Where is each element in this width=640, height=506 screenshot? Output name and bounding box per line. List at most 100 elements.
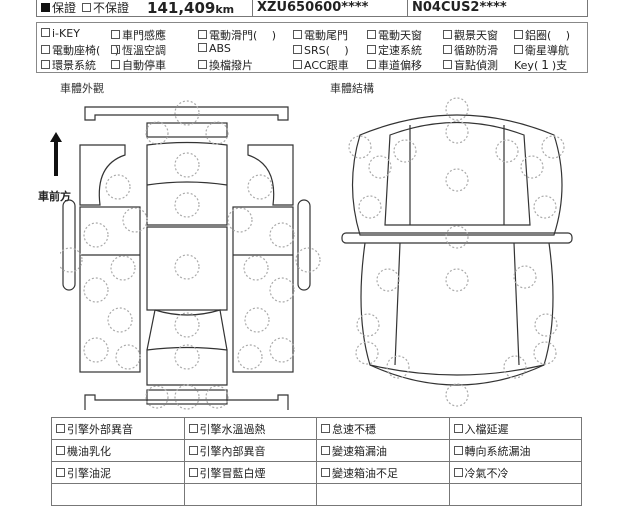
option-item[interactable]: ABS — [198, 42, 231, 55]
checklist-item[interactable]: 入檔延遲 — [448, 417, 582, 440]
option-item[interactable]: 電動滑門( ) — [198, 27, 276, 43]
option-item[interactable]: 車門感應 — [111, 27, 166, 43]
checklist-checkbox[interactable] — [453, 467, 463, 477]
checklist-label: 引擎外部異音 — [67, 422, 133, 436]
checklist-checkbox[interactable] — [321, 445, 330, 455]
checklist-label: 冷氣不冷 — [464, 466, 509, 480]
checklist-item[interactable] — [448, 483, 582, 506]
option-item[interactable]: 電動尾門 — [293, 27, 348, 43]
option-item[interactable]: SRS( ) — [293, 42, 349, 58]
checklist-label: 轉向系統漏油 — [464, 444, 531, 458]
option-checkbox[interactable] — [198, 43, 207, 52]
checklist-row: 引擎油泥 引擎冒藍白煙 變速箱油不足 冷氣不冷 — [51, 461, 582, 484]
checklist-checkbox[interactable] — [188, 467, 198, 477]
checklist-checkbox[interactable] — [321, 423, 330, 433]
checklist-item[interactable]: 引擎水溫過熱 — [183, 417, 317, 440]
option-item[interactable]: 換檔撥片 — [198, 57, 253, 73]
checklist-item[interactable] — [183, 483, 317, 506]
checklist-label: 引擎冒藍白煙 — [199, 466, 266, 480]
checklist-label: 變速箱油不足 — [332, 466, 398, 480]
no-warranty-label: 不保證 — [93, 1, 130, 15]
exterior-title: 車體外觀 — [60, 82, 104, 95]
checklist-item[interactable]: 機油乳化 — [51, 439, 185, 462]
checklist-item[interactable]: 怠速不穩 — [316, 417, 450, 440]
mileage: 141,409km — [147, 0, 235, 17]
checklist-label: 引擎內部異音 — [199, 444, 266, 458]
checklist-label: 引擎油泥 — [67, 466, 111, 480]
checklist-checkbox[interactable] — [56, 445, 65, 455]
option-label: ACC跟車 — [304, 59, 349, 72]
checklist-checkbox[interactable] — [453, 423, 463, 433]
option-item[interactable]: 觀景天窗 — [443, 27, 498, 43]
option-checkbox[interactable] — [41, 28, 50, 37]
option-checkbox[interactable] — [443, 60, 452, 69]
checklist-item[interactable]: 引擎油泥 — [51, 461, 185, 484]
checklist-checkbox[interactable] — [321, 467, 330, 477]
warranty-checkbox[interactable] — [41, 3, 50, 12]
exterior-diagram[interactable] — [60, 95, 330, 415]
checklist-item[interactable] — [316, 483, 450, 506]
checklist-item[interactable]: 冷氣不冷 — [448, 461, 582, 484]
option-item[interactable]: 車道偏移 — [367, 57, 422, 73]
condition-checklist: 引擎外部異音 引擎水溫過熱 怠速不穩入檔延遲機油乳化 引擎內部異音 變速箱漏油轉向系統漏… — [51, 417, 582, 506]
option-item[interactable]: 循跡防滑 — [443, 42, 498, 58]
option-checkbox[interactable] — [111, 60, 120, 69]
option-checkbox[interactable] — [198, 60, 207, 69]
checklist-checkbox[interactable] — [453, 445, 463, 455]
option-checkbox[interactable] — [293, 45, 302, 54]
option-checkbox[interactable] — [111, 30, 120, 39]
checklist-item[interactable]: 引擎外部異音 — [51, 417, 185, 440]
option-checkbox[interactable] — [367, 45, 376, 54]
checklist-item[interactable]: 轉向系統漏油 — [448, 439, 582, 462]
option-item[interactable]: 盲點偵測 — [443, 57, 498, 73]
checklist-checkbox[interactable] — [56, 423, 65, 433]
option-checkbox[interactable] — [293, 60, 302, 69]
option-checkbox[interactable] — [443, 30, 452, 39]
option-label: 車門感應 — [122, 29, 166, 42]
chassis-number: XZU650600**** — [252, 0, 407, 16]
option-item[interactable]: ACC跟車 — [293, 57, 349, 73]
option-item[interactable]: 定速系統 — [367, 42, 422, 58]
checklist-label: 機油乳化 — [67, 444, 111, 458]
checklist-checkbox[interactable] — [56, 467, 65, 477]
option-checkbox[interactable] — [111, 45, 120, 54]
option-label: 衛星導航 — [525, 44, 569, 57]
option-item[interactable]: i-KEY — [41, 27, 80, 40]
option-checkbox[interactable] — [198, 30, 207, 39]
option-item[interactable]: 恆溫空調 — [111, 42, 166, 58]
option-label: 自動停車 — [122, 59, 166, 72]
checklist-row-partial — [51, 483, 582, 506]
front-direction-label: 車前方 — [38, 190, 71, 203]
checklist-item[interactable] — [51, 483, 185, 506]
option-checkbox[interactable] — [41, 60, 50, 69]
option-item[interactable]: 鋁圈( ) — [514, 27, 570, 43]
checklist-checkbox[interactable] — [188, 445, 198, 455]
no-warranty-checkbox[interactable] — [82, 3, 92, 12]
checklist-item[interactable]: 變速箱油不足 — [316, 461, 450, 484]
option-item[interactable]: 電動座椅( ) — [41, 42, 119, 58]
option-checkbox[interactable] — [41, 45, 50, 54]
option-checkbox[interactable] — [514, 30, 523, 39]
option-item[interactable]: 電動天窗 — [367, 27, 422, 43]
checklist-row: 機油乳化 引擎內部異音 變速箱漏油轉向系統漏油 — [51, 439, 582, 462]
option-label: 電動座椅( ) — [52, 44, 120, 57]
option-item[interactable]: 自動停車 — [111, 57, 166, 73]
option-checkbox[interactable] — [367, 30, 376, 39]
option-checkbox[interactable] — [443, 45, 452, 54]
options-panel: i-KEY 車門感應 電動滑門( ) 電動尾門 電動天窗 觀景天窗 鋁圈( ) 電動座椅( )… — [36, 22, 588, 73]
checklist-item[interactable]: 引擎內部異音 — [183, 439, 317, 462]
checklist-checkbox[interactable] — [188, 423, 198, 433]
warranty-cell: 保證 不保證 141,409km — [37, 0, 252, 17]
option-label: i-KEY — [52, 27, 80, 40]
option-checkbox[interactable] — [293, 30, 302, 39]
structure-diagram[interactable] — [340, 95, 580, 415]
option-label: 循跡防滑 — [454, 44, 498, 57]
option-checkbox[interactable] — [367, 60, 376, 69]
option-label: 鋁圈( ) — [525, 29, 571, 42]
option-item[interactable]: 衛星導航 — [514, 42, 569, 58]
checklist-item[interactable]: 引擎冒藍白煙 — [183, 461, 317, 484]
checklist-item[interactable]: 變速箱漏油 — [316, 439, 450, 462]
checklist-label: 引擎水溫過熱 — [199, 422, 266, 436]
option-checkbox[interactable] — [514, 45, 523, 54]
option-item[interactable]: 環景系統 — [41, 57, 96, 73]
